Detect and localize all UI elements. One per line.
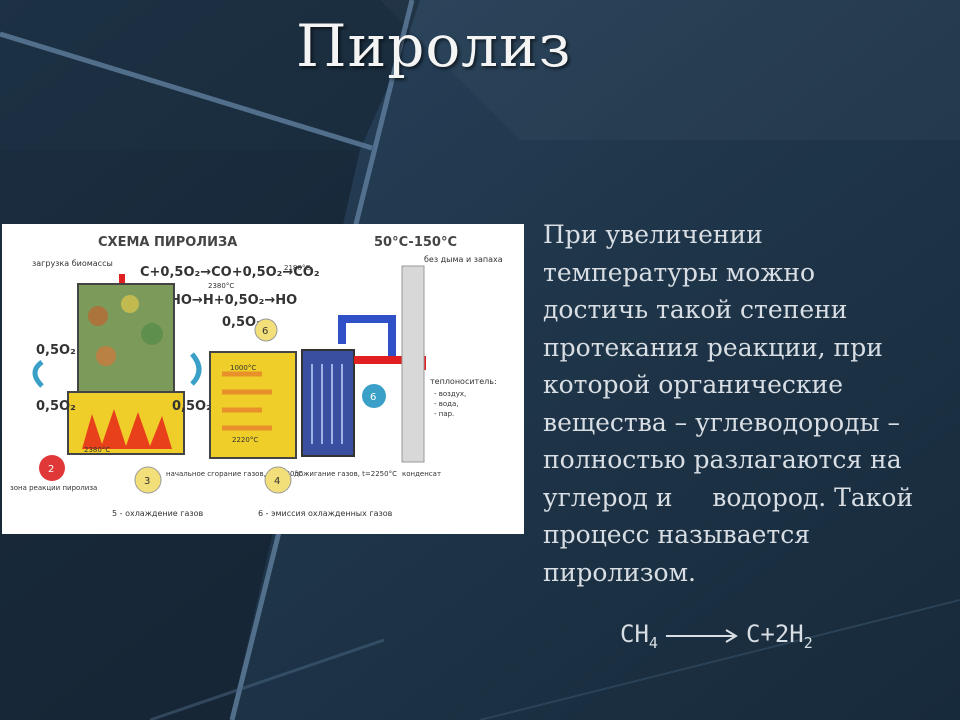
reaction-arrow-icon bbox=[665, 629, 738, 643]
label-t2220: 2220°C bbox=[232, 436, 258, 444]
equation-product: C+2H2 bbox=[745, 620, 813, 652]
text-line: При увеличении bbox=[543, 220, 763, 249]
label-air: - воздух, bbox=[434, 390, 466, 398]
label-steam: - пар. bbox=[434, 410, 454, 418]
afterburn-chamber bbox=[209, 351, 297, 459]
label-t2380: 2380°C bbox=[84, 446, 110, 454]
heat-exchanger bbox=[301, 349, 355, 457]
label-o2-left-bottom: 0,5O₂ bbox=[36, 399, 76, 414]
text-line: достичь такой степени bbox=[543, 295, 848, 324]
label-emission: 6 - эмиссия охлажденных газов bbox=[258, 509, 393, 518]
fire-icon bbox=[82, 409, 172, 449]
text-line: температуры можно bbox=[543, 257, 816, 287]
text-line: вещества – углеводороды – bbox=[543, 407, 900, 437]
label-cooling: 5 - охлаждение газов bbox=[112, 509, 204, 518]
text-line: пиролизом. bbox=[543, 557, 697, 587]
label-water: - вода, bbox=[434, 400, 459, 408]
label-load: загрузка биомассы bbox=[32, 259, 113, 268]
label-o2-left-top: 0,5O₂ bbox=[36, 343, 76, 358]
marker-3: 3 bbox=[144, 476, 150, 487]
equation-reactant: CH4 bbox=[620, 620, 658, 652]
slide-title: Пиролиз bbox=[296, 12, 572, 80]
marker-2 bbox=[39, 455, 65, 481]
text-line: полностью разлагаются на bbox=[543, 445, 902, 474]
marker-5: 6 bbox=[262, 326, 268, 337]
text-line: протекания реакции, при bbox=[543, 332, 883, 362]
label-initial-burn: начальное сгорание газов, t=2380°C bbox=[166, 470, 303, 478]
text-line: процесс называется bbox=[543, 520, 811, 549]
reaction-line-2: HO→H+0,5O₂→HO bbox=[170, 293, 297, 308]
reaction-equation: CH4 C+2H2 bbox=[620, 620, 813, 652]
label-t1000: 1000°C bbox=[230, 364, 256, 372]
marker-2-label: 2 bbox=[48, 464, 54, 475]
reaction-o2: 0,5O₂ bbox=[222, 315, 262, 330]
cold-pipe-icon bbox=[338, 315, 396, 359]
reaction-line-1: C+0,5O₂→CO+0,5O₂→CO₂ bbox=[140, 265, 320, 280]
airflow-right-icon bbox=[190, 352, 202, 386]
heat-flow-icon bbox=[222, 371, 272, 431]
reaction-2-temp: 2380°C bbox=[208, 282, 234, 290]
marker-4: 4 bbox=[274, 476, 280, 487]
pyrolysis-scheme-diagram: СХЕМА ПИРОЛИЗА 50°C-150°C загрузка биома… bbox=[2, 224, 524, 534]
text-line: углерод и водород. Такой bbox=[543, 482, 914, 512]
text-line: которой органические bbox=[543, 370, 844, 399]
label-reaction-zone: зона реакции пиролиза bbox=[10, 484, 97, 492]
scheme-title: СХЕМА ПИРОЛИЗА bbox=[98, 235, 237, 250]
label-condensate: конденсат bbox=[402, 470, 441, 478]
reaction-1-temp: 2180°C bbox=[284, 264, 310, 272]
chimney bbox=[401, 265, 425, 463]
marker-6: 6 bbox=[370, 392, 376, 403]
label-o2-mid: 0,5O₂ bbox=[172, 399, 212, 414]
airflow-left-icon bbox=[32, 359, 44, 388]
label-afterburn: дожигание газов, t=2250°C bbox=[294, 470, 397, 478]
label-no-smoke: без дыма и запаха bbox=[424, 255, 503, 264]
pyrolysis-description: При увеличении температуры можно достичь… bbox=[543, 216, 953, 591]
label-heat-carrier: теплоноситель: bbox=[430, 377, 497, 386]
scheme-temp-range: 50°C-150°C bbox=[374, 235, 457, 250]
